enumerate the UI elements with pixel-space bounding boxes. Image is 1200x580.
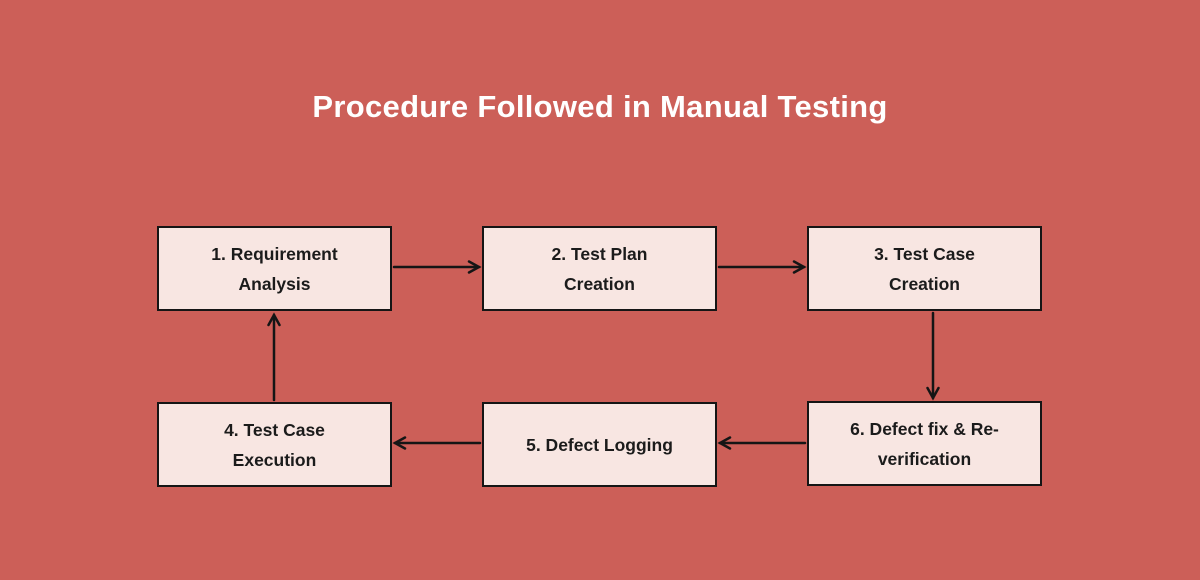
box-label-line: 4. Test Case <box>224 419 325 440</box>
box-label-line: Execution <box>232 449 317 470</box>
box-label-line: 3. Test Case <box>874 243 975 264</box>
flow-box-test-plan-creation: 2. Test Plan Creation <box>482 226 717 311</box>
flow-box-test-case-creation: 3. Test Case Creation <box>807 226 1042 311</box>
box-label-line: Creation <box>889 273 960 294</box>
box-label-line: Creation <box>564 273 635 294</box>
box-label-line: 6. Defect fix & Re- <box>850 418 999 439</box>
box-label-line: 1. Requirement <box>211 243 338 264</box>
box-label-line: 5. Defect Logging <box>526 434 673 455</box>
box-label-line: 2. Test Plan <box>551 243 648 264</box>
diagram-title: Procedure Followed in Manual Testing <box>312 89 888 124</box>
box-label-line: Analysis <box>238 273 311 294</box>
flow-box-test-case-execution: 4. Test Case Execution <box>157 402 392 487</box>
flow-box-requirement-analysis: 1. Requirement Analysis <box>157 226 392 311</box>
flow-box-defect-logging: 5. Defect Logging <box>482 402 717 487</box>
flow-box-defect-fix-reverification: 6. Defect fix & Re- verification <box>807 401 1042 486</box>
box-label-line: verification <box>877 448 972 469</box>
